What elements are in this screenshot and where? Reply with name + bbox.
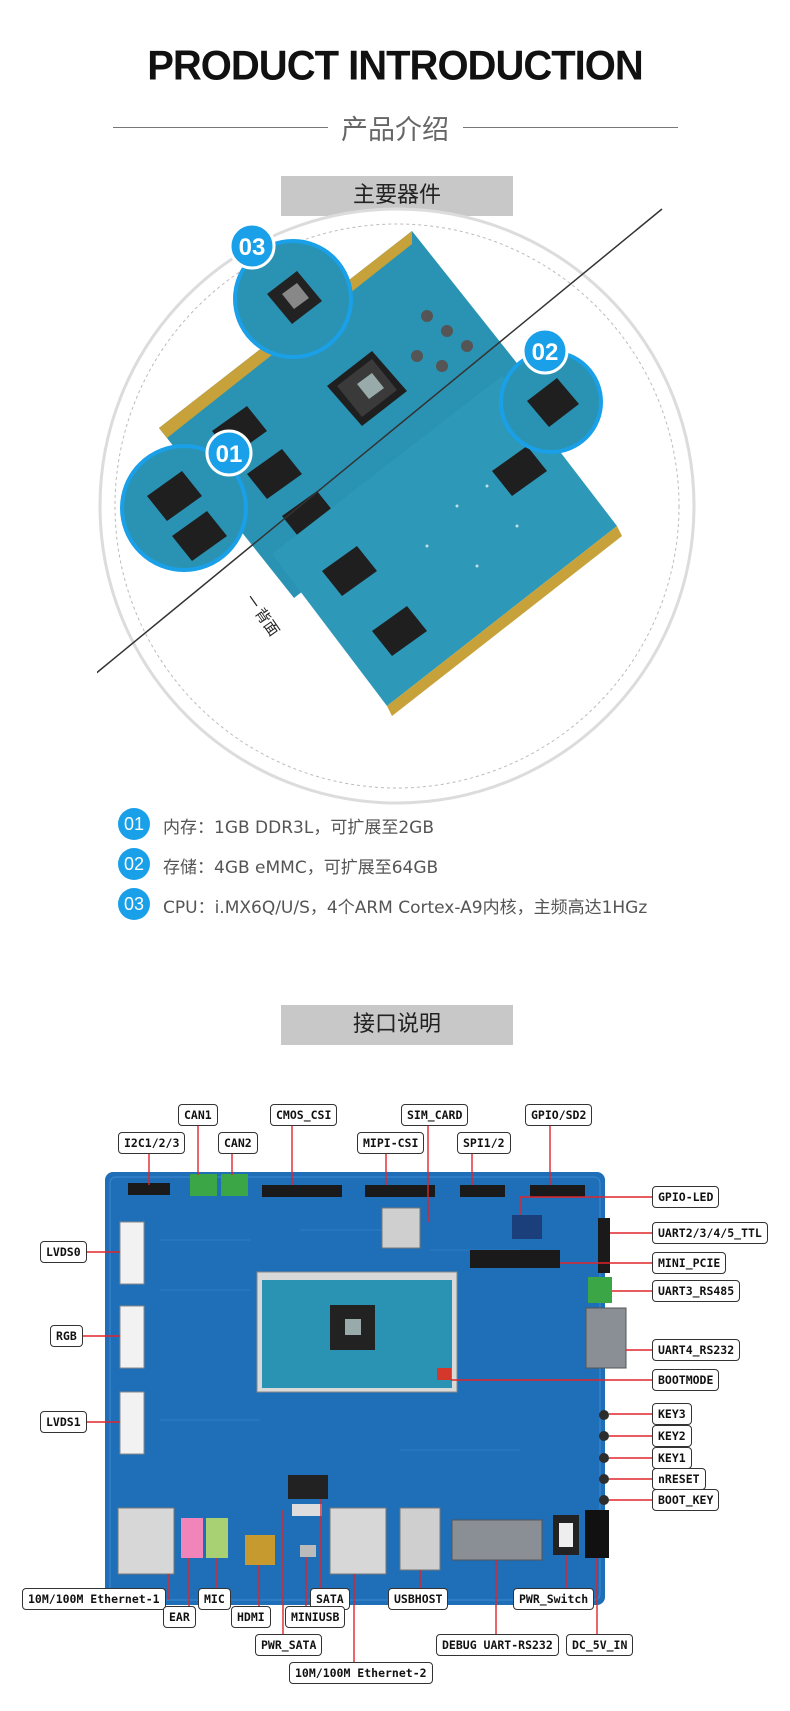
label-lvds1: LVDS1 (40, 1411, 87, 1433)
callout-02: 02 (532, 339, 559, 366)
label-hdmi: HDMI (231, 1606, 271, 1628)
label-gpio-led: GPIO-LED (652, 1186, 720, 1208)
spec-number-badge: 02 (118, 848, 150, 880)
label-mini-pcie: MINI_PCIE (652, 1252, 727, 1274)
label-debug-uart: DEBUG UART-RS232 (436, 1634, 559, 1656)
callout-03: 03 (239, 234, 266, 261)
label-bootmode: BOOTMODE (652, 1369, 720, 1391)
label-pwr-sata: PWR_SATA (255, 1634, 323, 1656)
label-sim-card: SIM_CARD (401, 1104, 469, 1126)
label-gpio-sd2: GPIO/SD2 (525, 1104, 593, 1126)
page-subtitle: 产品介绍 (341, 115, 449, 146)
section-heading-interfaces: 接口说明 (281, 1005, 513, 1045)
label-ethernet-2: 10M/100M Ethernet-2 (289, 1662, 433, 1684)
label-boot-key: BOOT_KEY (652, 1489, 720, 1511)
subtitle-divider-left (113, 127, 328, 128)
interface-diagram: CAN1 CMOS_CSI SIM_CARD GPIO/SD2 I2C1/2/3… (0, 1090, 790, 1711)
label-rgb: RGB (50, 1325, 83, 1347)
label-mic: MIC (198, 1588, 231, 1610)
badge-01: 01 (205, 429, 253, 477)
label-pwr-switch: PWR_Switch (513, 1588, 595, 1610)
zoom-cpu (233, 239, 353, 359)
label-can2: CAN2 (218, 1132, 258, 1154)
label-cmos-csi: CMOS_CSI (270, 1104, 338, 1126)
label-lvds0: LVDS0 (40, 1241, 87, 1263)
badge-03: 03 (228, 222, 276, 270)
label-can1: CAN1 (178, 1104, 218, 1126)
divider-line (97, 208, 663, 674)
label-nreset: nRESET (652, 1468, 706, 1490)
spec-text: 存储：4GB eMMC，可扩展至64GB (163, 858, 439, 878)
spec-text: CPU：i.MX6Q/U/S，4个ARM Cortex-A9内核，主频高达1HG… (163, 898, 648, 918)
spec-number-badge: 01 (118, 808, 150, 840)
interface-board-svg (80, 1116, 652, 1672)
som-board-back (272, 376, 622, 716)
label-spi: SPI1/2 (457, 1132, 511, 1154)
label-sata: SATA (310, 1588, 350, 1610)
component-photo: 03 02 01 背面 (97, 207, 696, 805)
label-key1: KEY1 (652, 1447, 692, 1469)
label-i2c: I2C1/2/3 (118, 1132, 186, 1154)
label-dc-5v-in: DC_5V_IN (566, 1634, 634, 1656)
label-mipi-csi: MIPI-CSI (357, 1132, 425, 1154)
label-miniusb: MINIUSB (285, 1606, 346, 1628)
subtitle-row: 产品介绍 (0, 108, 790, 148)
label-ear: EAR (163, 1606, 196, 1628)
label-ethernet-1: 10M/100M Ethernet-1 (22, 1588, 166, 1610)
zoom-ddr (120, 444, 248, 572)
subtitle-divider-right (463, 127, 678, 128)
label-uart4-rs232: UART4_RS232 (652, 1339, 741, 1361)
callout-01: 01 (216, 441, 243, 468)
spec-number-badge: 03 (118, 888, 150, 920)
page-title: PRODUCT INTRODUCTION (147, 42, 644, 90)
zoom-emmc (499, 350, 603, 454)
badge-02: 02 (521, 327, 569, 375)
label-uart-ttl: UART2/3/4/5_TTL (652, 1222, 768, 1244)
label-usbhost: USBHOST (388, 1588, 449, 1610)
label-uart3-rs485: UART3_RS485 (652, 1280, 741, 1302)
label-key3: KEY3 (652, 1403, 692, 1425)
label-key2: KEY2 (652, 1425, 692, 1447)
spec-text: 内存：1GB DDR3L，可扩展至2GB (163, 818, 434, 838)
